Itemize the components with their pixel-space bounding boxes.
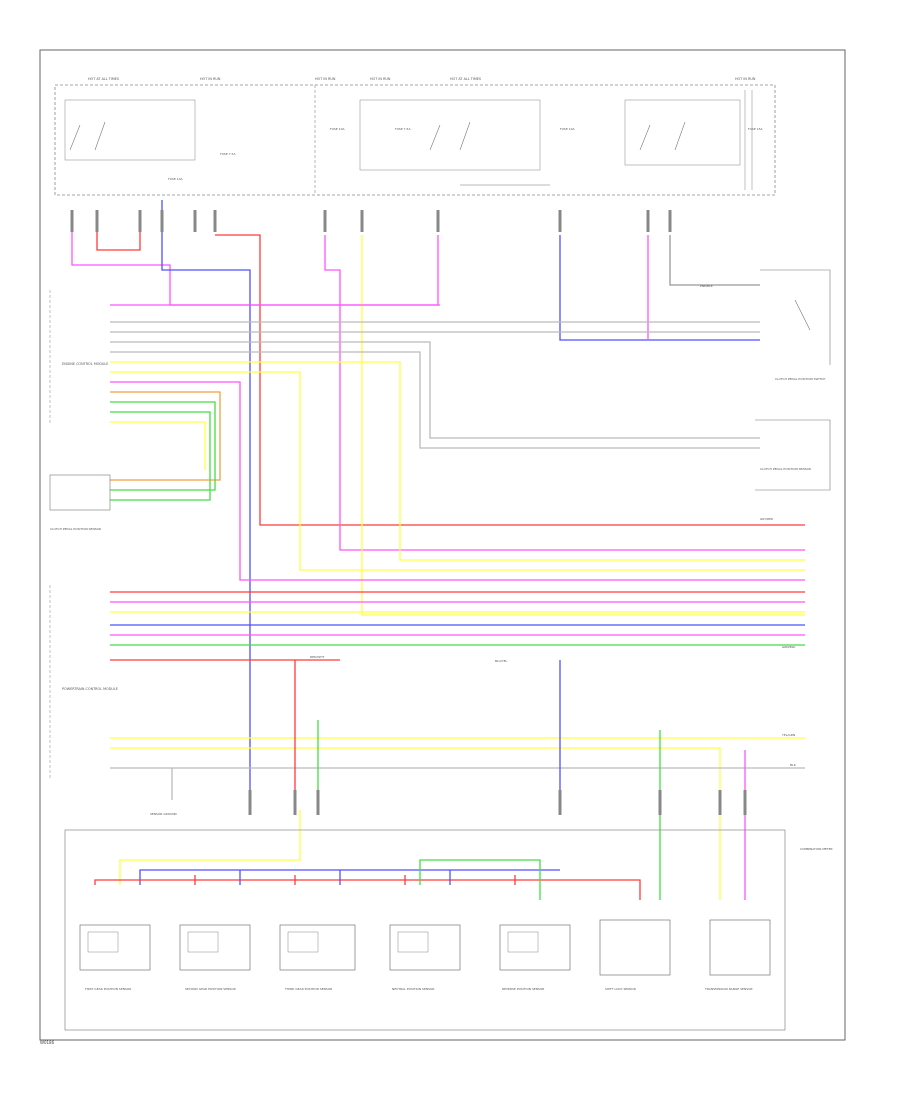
- connector-marks: [70, 210, 747, 815]
- fuse-hot-label-5: HOT AT ALL TIMES: [450, 77, 481, 81]
- sensor-3-label: THIRD GEAR POSITION SENSOR: [284, 987, 332, 991]
- ecm-label: ENGINE CONTROL MODULE: [62, 362, 108, 366]
- clutch-sensor-block: CLUTCH PEDAL POSITION SENSOR: [49, 474, 111, 531]
- sensor-7-label: TRANSMISSION RANGE SENSOR: [704, 987, 753, 991]
- fuse-2: FUSE 7.5A: [220, 152, 236, 156]
- wire-label-3: RED/WHT: [310, 655, 325, 659]
- sensor-1-label: FIRST GEAR POSITION SENSOR: [85, 987, 131, 991]
- fuse-1: FUSE 10A: [168, 177, 183, 181]
- outer-frame: [39, 49, 846, 1041]
- pcm-block: POWERTRAIN CONTROL MODULE: [49, 585, 118, 780]
- sensor-5-label: REVERSE POSITION SENSOR: [502, 987, 544, 991]
- wire-label-7: BLK: [790, 763, 797, 767]
- wire-label-5: YEL/GRN: [782, 733, 795, 737]
- fuse-relay-box: HOT AT ALL TIMES HOT IN RUN HOT IN RUN H…: [54, 77, 776, 196]
- sensor-7: TRANSMISSION RANGE SENSOR: [704, 919, 771, 991]
- sensor-2: SECOND GEAR POSITION SENSOR: [179, 924, 251, 991]
- fuse-5: FUSE 10A: [560, 127, 575, 131]
- ecm-block: ENGINE CONTROL MODULE: [49, 290, 108, 425]
- footer-code: W0186: [40, 1040, 55, 1045]
- fuse-6: FUSE 15A: [748, 127, 763, 131]
- wires: [71, 200, 805, 900]
- wire-label-2: GRY/RED: [760, 517, 774, 521]
- sensor-4-label: NEUTRAL POSITION SENSOR: [392, 987, 434, 991]
- pcm-label: POWERTRAIN CONTROL MODULE: [62, 687, 118, 691]
- sensor-panel: COMBINATION METER: [64, 829, 833, 1031]
- fuse-hot-label-1: HOT AT ALL TIMES: [88, 77, 119, 81]
- fuse-hot-label-6: HOT IN RUN: [735, 77, 756, 81]
- sensor-4: NEUTRAL POSITION SENSOR: [389, 924, 461, 991]
- wire-labels: PNK/BLK GRY/RED RED/WHT BLU/YEL YEL/GRN …: [310, 284, 797, 767]
- sensor-ground-label: SENSOR GROUND: [150, 812, 178, 816]
- fuse-hot-label-2: HOT IN RUN: [200, 77, 221, 81]
- clutch-switch-block: CLUTCH PEDAL POSITION SWITCH CLUTCH PEDA…: [755, 269, 831, 491]
- combination-meter-label: COMBINATION METER: [800, 847, 833, 851]
- fuse-3: FUSE 10A: [330, 127, 345, 131]
- sensor-6: SHIFT LOCK SENSOR: [599, 919, 671, 991]
- wire-label-6: GRN/BLK: [782, 645, 796, 649]
- fuse-4: FUSE 7.5A: [395, 127, 411, 131]
- sensor-2-label: SECOND GEAR POSITION SENSOR: [185, 987, 236, 991]
- sensor-1: FIRST GEAR POSITION SENSOR: [79, 924, 151, 991]
- clutch-switch-label: CLUTCH PEDAL POSITION SWITCH: [775, 377, 825, 381]
- fuse-hot-label-3: HOT IN RUN: [315, 77, 336, 81]
- wire-label-4: BLU/YEL: [495, 659, 508, 663]
- clutch-sensor-label: CLUTCH PEDAL POSITION SENSOR: [50, 527, 101, 531]
- fuse-hot-label-4: HOT IN RUN: [370, 77, 391, 81]
- clutch-sensor-right-label: CLUTCH PEDAL POSITION SENSOR: [760, 467, 811, 471]
- wire-label-1: PNK/BLK: [700, 284, 714, 288]
- sensor-5: REVERSE POSITION SENSOR: [499, 924, 571, 991]
- sensor-3: THIRD GEAR POSITION SENSOR: [279, 924, 356, 991]
- sensor-6-label: SHIFT LOCK SENSOR: [605, 987, 636, 991]
- relay-switch-symbols: [69, 121, 686, 186]
